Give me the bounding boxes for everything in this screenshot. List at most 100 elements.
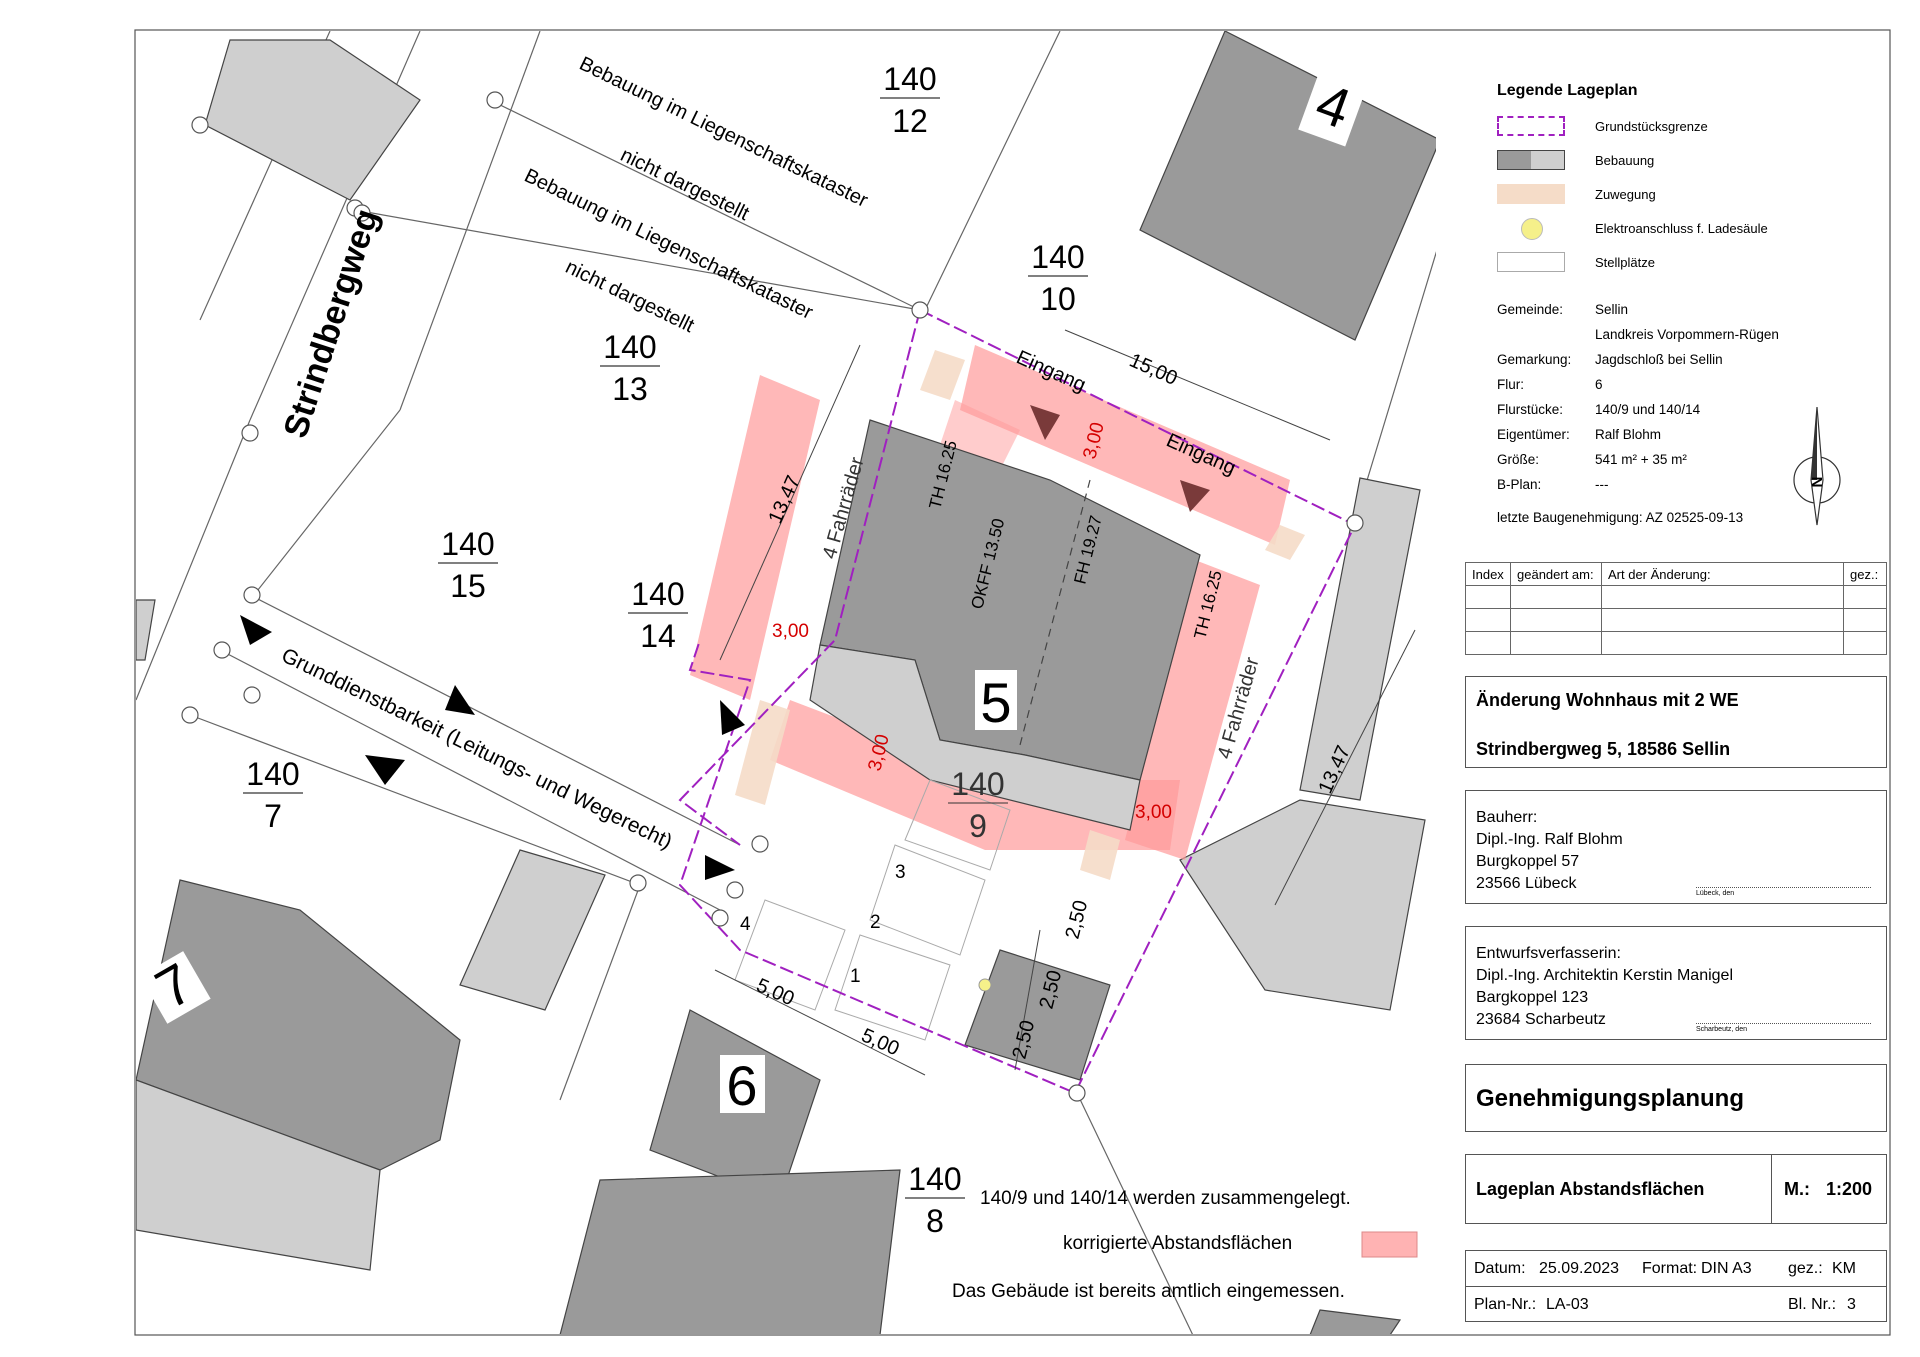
client-title: Bauherr: [1476, 809, 1538, 826]
plan-title: Lageplan Abstandsflächen [1476, 1179, 1705, 1199]
cadastral-lines [136, 31, 1436, 1334]
easement-label: Grunddienstbarkeit (Leitungs- und Wegere… [278, 644, 676, 854]
designer-city: 23684 Scharbeutz [1476, 1011, 1606, 1028]
info-value-bplan: --- [1595, 477, 1609, 492]
bebauung-label-1a: Bebauung im Liegenschaftskataster [576, 53, 872, 212]
legend-item-charger: Elektroanschluss f. Ladesäule [1595, 221, 1768, 236]
sheet-frame [134, 29, 1891, 1336]
designer-name: Dipl.-Ing. Architektin Kerstin Manigel [1476, 967, 1733, 984]
footer-planno-label: Plan-Nr.: [1474, 1296, 1537, 1313]
legend-swatch-boundary [1497, 116, 1565, 136]
info-value-landkreis: Landkreis Vorpommern-Rügen [1595, 327, 1779, 342]
note-measured: Das Gebäude ist bereits amtlich eingemes… [952, 1281, 1345, 1302]
corrected-setback-swatch [1361, 1231, 1418, 1258]
info-value-eigentuemer: Ralf Blohm [1595, 427, 1662, 442]
client-signature-label: Lübeck, den [1696, 890, 1735, 897]
house-number-4-box [1298, 68, 1368, 147]
revision-header-index: Index [1465, 562, 1511, 586]
footer-date: 25.09.2023 [1539, 1260, 1620, 1277]
parcel-numbers: 140 12 140 10 140 13 140 15 140 14 140 7… [243, 61, 1088, 1239]
access-paths [735, 350, 1305, 880]
parking-number-1: 1 [850, 966, 861, 987]
client-city: 23566 Lübeck [1476, 875, 1577, 892]
parcel-140-14-den: 14 [640, 618, 676, 654]
bebauung-label-2b: nicht dargestellt [562, 256, 698, 337]
designer-signature-label: Scharbeutz, den [1696, 1026, 1747, 1033]
footer-box: Datum: 25.09.2023 Format: DIN A3 gez.: K… [1465, 1250, 1887, 1322]
house-number-6: 6 [726, 1054, 757, 1117]
revision-header-row: Index geändert am: Art der Änderung: gez… [1465, 562, 1887, 586]
note-merge: 140/9 und 140/14 werden zusammengelegt. [980, 1188, 1351, 1209]
charger-point [978, 978, 992, 992]
scale-label: M.: [1784, 1179, 1810, 1199]
info-value-flurstuecke: 140/9 und 140/14 [1595, 402, 1701, 417]
footer-drawn-label: gez.: [1788, 1260, 1823, 1277]
client-signature-line [1696, 887, 1871, 888]
house-number-7-box [139, 951, 211, 1024]
info-key-bplan: B-Plan: [1497, 477, 1542, 492]
designer-street: Bargkoppel 123 [1476, 989, 1589, 1006]
scale-value: 1:200 [1826, 1179, 1873, 1199]
parcel-140-10-num: 140 [1031, 239, 1084, 275]
info-key-gemeinde: Gemeinde: [1497, 302, 1564, 317]
property-boundary-2 [678, 309, 921, 846]
phase-title: Genehmigungsplanung [1476, 1085, 1744, 1112]
revision-header-change: Art der Änderung: [1601, 562, 1844, 586]
parking-number-3: 3 [895, 862, 906, 883]
parcel-140-8-num: 140 [908, 1161, 961, 1197]
footer-sheet-label: Bl. Nr.: [1788, 1296, 1837, 1313]
legend-item-path: Zuwegung [1595, 187, 1656, 202]
legend-item-parking: Stellplätze [1595, 255, 1655, 270]
note-corrected: korrigierte Abstandsflächen [1063, 1233, 1293, 1254]
parking-number-2: 2 [870, 912, 881, 933]
footer-planno: LA-03 [1546, 1296, 1589, 1313]
footer-drawn: KM [1832, 1260, 1856, 1277]
client-box: Bauherr: Dipl.-Ing. Ralf Blohm Burgkoppe… [1465, 790, 1887, 904]
info-key-gemarkung: Gemarkung: [1497, 352, 1572, 367]
revision-row [1465, 608, 1887, 632]
neighbour-buildings [136, 31, 1436, 1334]
info-value-flur: 6 [1595, 377, 1603, 392]
project-address: Strindbergweg 5, 18586 Sellin [1476, 739, 1731, 759]
footer-format: DIN A3 [1701, 1260, 1752, 1277]
info-value-gemarkung: Jagdschloß bei Sellin [1595, 352, 1723, 367]
info-value-groesse: 541 m² + 35 m² [1595, 452, 1687, 467]
project-box: Änderung Wohnhaus mit 2 WE Strindbergweg… [1465, 676, 1887, 768]
info-key-flur: Flur: [1497, 377, 1524, 392]
parking-spaces [734, 779, 1011, 1041]
dim-250-label-3: 2,50 [1062, 898, 1093, 941]
house-number-5: 5 [980, 671, 1011, 734]
dim-5m-label-1: 5,00 [753, 974, 798, 1010]
legend-item-building: Bebauung [1595, 153, 1655, 168]
phase-box: Genehmigungsplanung [1465, 1064, 1887, 1132]
parcel-140-14-num: 140 [631, 576, 684, 612]
project-title: Änderung Wohnhaus mit 2 WE [1476, 690, 1739, 710]
designer-title: Entwurfsverfasserin: [1476, 945, 1621, 962]
designer-signature-line [1696, 1023, 1871, 1024]
client-name: Dipl.-Ing. Ralf Blohm [1476, 831, 1623, 848]
revision-header-drawn: gez.: [1843, 562, 1887, 586]
main-building [809, 419, 1201, 831]
info-key-eigentuemer: Eigentümer: [1497, 427, 1570, 442]
parcel-140-9-den: 9 [969, 808, 987, 844]
house-number-6-box [720, 1055, 765, 1113]
arrows [240, 615, 745, 880]
legend-swatch-parking [1497, 252, 1565, 272]
street-label: Strindbergweg [276, 204, 386, 442]
survey-points [181, 91, 1364, 1102]
house-number-5-box [975, 670, 1017, 730]
north-arrow: N [1793, 406, 1841, 526]
footer-date-label: Datum: [1474, 1260, 1526, 1277]
permit-reference: letzte Baugenehmigung: AZ 02525-09-13 [1497, 510, 1744, 525]
parcel-140-12-den: 12 [892, 103, 928, 139]
plan-title-box: Lageplan Abstandsflächen M.: 1:200 [1465, 1154, 1887, 1224]
setback-3m-label-2: 3,00 [772, 621, 809, 642]
parcel-140-9-num: 140 [951, 766, 1004, 802]
parcel-140-7-num: 140 [246, 756, 299, 792]
legend-swatch-building [1497, 150, 1565, 170]
client-street: Burgkoppel 57 [1476, 853, 1580, 870]
north-label: N [1808, 477, 1825, 488]
dimension-lines [714, 329, 1416, 1076]
